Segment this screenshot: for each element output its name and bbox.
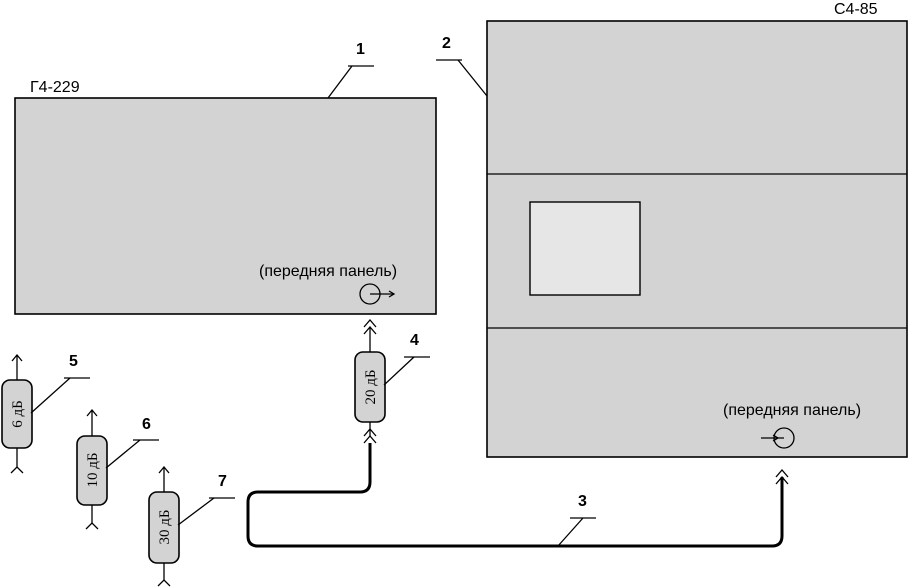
callout-2: 2: [442, 35, 451, 52]
attenuator-6-label: 10 дБ: [85, 453, 101, 488]
generator-output-connector-icon: [359, 283, 396, 305]
generator-panel-label: (передняя панель): [259, 263, 397, 280]
attenuator-5-label: 6 дБ: [10, 400, 26, 428]
meter-panel-label: (передняя панель): [723, 402, 861, 419]
meter-device: С4-85 (передняя панель): [486, 1, 908, 458]
generator-body: [14, 97, 437, 315]
attenuator-4: 20 дБ: [354, 319, 386, 444]
meter-screen: [529, 201, 641, 296]
attenuator-4-label: 20 дБ: [363, 370, 379, 405]
meter-model-label: С4-85: [834, 1, 878, 18]
attenuator-7-label: 30 дБ: [157, 510, 173, 545]
generator-device: Г4-229 (передняя панель): [14, 79, 437, 315]
callout-1: 1: [356, 41, 365, 58]
attenuator-5: 6 дБ: [1, 353, 33, 474]
callout-4: 4: [410, 332, 419, 349]
attenuator-6: 10 дБ: [76, 408, 108, 530]
callout-7: 7: [218, 473, 227, 490]
callout-leaders: [30, 59, 596, 547]
attenuator-7: 30 дБ: [148, 465, 180, 587]
callout-6: 6: [142, 416, 151, 433]
callout-3: 3: [578, 493, 587, 510]
cable-3: [246, 443, 789, 548]
callout-5: 5: [69, 353, 78, 370]
generator-model-label: Г4-229: [30, 79, 80, 96]
meter-input-connector-icon: [761, 427, 795, 449]
